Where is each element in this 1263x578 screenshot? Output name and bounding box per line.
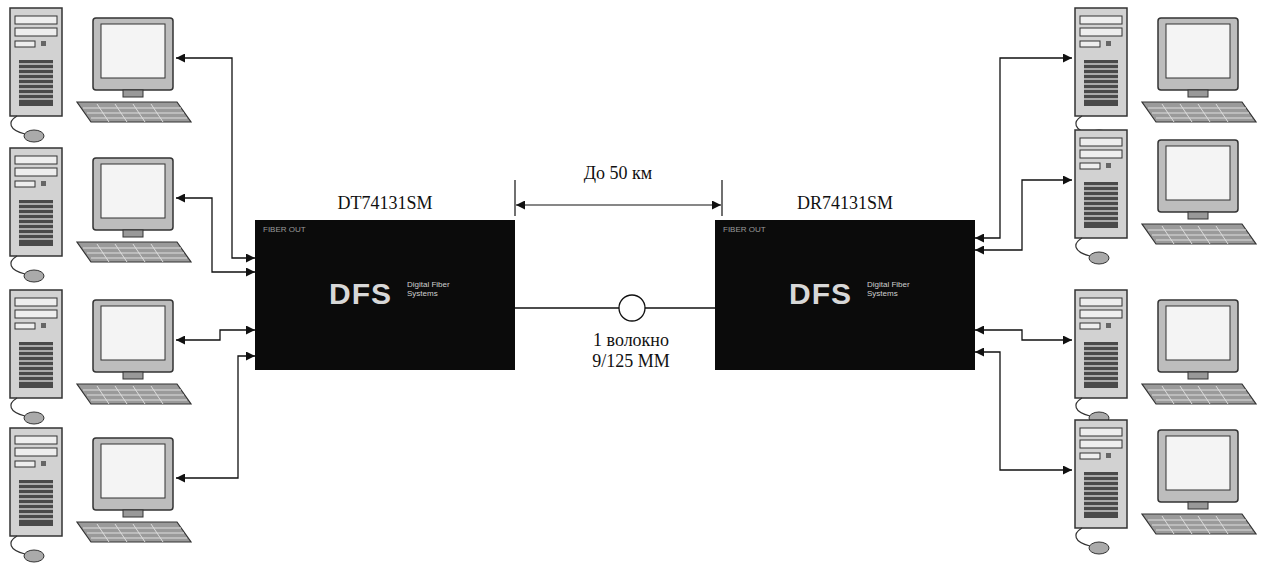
device-model: DR74131SM: [715, 192, 975, 214]
distance-label: До 50 км: [548, 163, 688, 184]
computer-icons: [10, 8, 1256, 562]
port-label: FIBER OUT: [723, 225, 766, 234]
brand-logo: DFS: [329, 278, 392, 310]
port-label: FIBER OUT: [263, 225, 306, 234]
device-body: FIBER OUT DFS Digital Fiber Systems: [715, 220, 975, 370]
distance-dimension: [515, 180, 722, 216]
brand-name: Digital Fiber Systems: [407, 280, 453, 298]
fiber-extender: DR74131SM FIBER OUT DFS Digital Fiber Syste…: [715, 192, 975, 370]
fiber-label: 1 волокно 9/125 MM: [585, 330, 677, 372]
brand-name: Digital Fiber Systems: [867, 280, 913, 298]
fiber-extender: DT74131SM FIBER OUT DFS Digital Fiber Syste…: [255, 192, 515, 370]
fiber-coil: [619, 295, 645, 321]
device-body: FIBER OUT DFS Digital Fiber Systems: [255, 220, 515, 370]
fiber-line: [515, 307, 715, 308]
device-model: DT74131SM: [255, 192, 515, 214]
computer-links: [176, 58, 1072, 478]
brand-logo: DFS: [789, 278, 852, 310]
